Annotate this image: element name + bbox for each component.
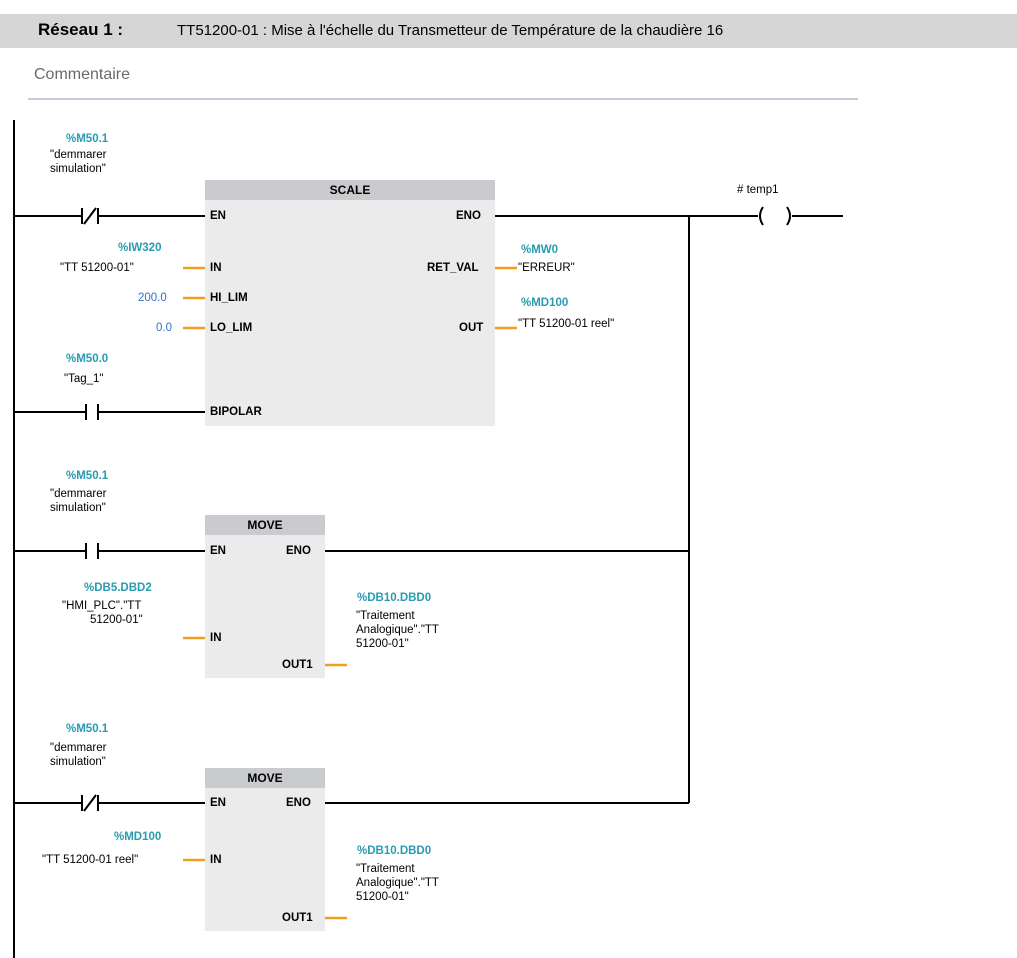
scale-pin-out: OUT	[459, 322, 484, 334]
coil-right	[786, 206, 791, 226]
scale-pin-ret-val: RET_VAL	[427, 262, 479, 274]
move2-pin-in: IN	[210, 854, 222, 866]
scale-pin-in: IN	[210, 262, 222, 274]
move-block-2[interactable]: MOVE	[205, 768, 325, 931]
scale-block[interactable]: SCALE	[205, 180, 495, 426]
move2-out-symbol-line3: 51200-01"	[356, 891, 409, 903]
move2-pin-out1: OUT1	[282, 912, 313, 924]
scale-out-address: %MD100	[521, 297, 569, 309]
scale-in-symbol: "TT 51200-01"	[60, 262, 134, 274]
move2-pin-eno: ENO	[286, 797, 311, 809]
coil-left	[759, 206, 764, 226]
network-description: TT51200-01 : Mise à l'échelle du Transme…	[177, 22, 724, 39]
comment-text: Commentaire	[34, 66, 131, 83]
move-block-2-title: MOVE	[205, 768, 325, 788]
move1-in-address: %DB5.DBD2	[84, 582, 152, 594]
move2-pin-en: EN	[210, 797, 226, 809]
contact-3-address: %M50.1	[66, 723, 109, 735]
move1-in-symbol-line1: "HMI_PLC"."TT	[62, 600, 142, 612]
scale-lo-lim-value[interactable]: 0.0	[156, 322, 172, 334]
contact-2-symbol-line1: "demmarer	[50, 488, 107, 500]
move1-out-symbol-line3: 51200-01"	[356, 638, 409, 650]
move2-out-symbol-line2: Analogique"."TT	[356, 877, 439, 889]
scale-pin-eno: ENO	[456, 210, 481, 222]
move1-out-address: %DB10.DBD0	[357, 592, 432, 604]
bipolar-contact-address: %M50.0	[66, 353, 109, 365]
contact-1-symbol-line1: "demmarer	[50, 149, 107, 161]
move-block-1[interactable]: MOVE	[205, 515, 325, 678]
move1-pin-eno: ENO	[286, 545, 311, 557]
nc-contact-slash-2	[83, 794, 97, 812]
move2-out-symbol-line1: "Traitement	[356, 863, 415, 875]
bipolar-contact-symbol: "Tag_1"	[64, 373, 104, 385]
scale-out-symbol: "TT 51200-01 reel"	[518, 318, 615, 330]
scale-block-title: SCALE	[205, 180, 495, 200]
contact-3-symbol-line1: "demmarer	[50, 742, 107, 754]
move2-in-symbol: "TT 51200-01 reel"	[42, 854, 139, 866]
move1-pin-out1: OUT1	[282, 659, 313, 671]
move2-in-address: %MD100	[114, 831, 162, 843]
contact-1-address: %M50.1	[66, 133, 109, 145]
scale-pin-en: EN	[210, 210, 226, 222]
move-block-1-title: MOVE	[205, 515, 325, 535]
contact-2-symbol-line2: simulation"	[50, 502, 106, 514]
nc-contact-slash-1	[83, 207, 97, 225]
scale-ret-symbol: "ERREUR"	[518, 262, 575, 274]
network-comment[interactable]: Commentaire	[28, 60, 858, 100]
coil-label: # temp1	[737, 184, 779, 196]
network-title: Réseau 1 :	[38, 20, 124, 39]
move1-pin-in: IN	[210, 632, 222, 644]
move1-pin-en: EN	[210, 545, 226, 557]
scale-in-address: %IW320	[118, 242, 162, 254]
scale-pin-lo-lim: LO_LIM	[210, 322, 253, 334]
scale-pin-bipolar: BIPOLAR	[210, 406, 262, 418]
scale-ret-address: %MW0	[521, 244, 559, 256]
move2-out-address: %DB10.DBD0	[357, 845, 432, 857]
move1-out-symbol-line1: "Traitement	[356, 610, 415, 622]
contact-3-symbol-line2: simulation"	[50, 756, 106, 768]
contact-1-symbol-line2: simulation"	[50, 163, 106, 175]
scale-pin-hi-lim: HI_LIM	[210, 292, 248, 304]
scale-hi-lim-value[interactable]: 200.0	[138, 292, 167, 304]
move1-out-symbol-line2: Analogique"."TT	[356, 624, 439, 636]
contact-2-address: %M50.1	[66, 470, 109, 482]
network-header[interactable]: Réseau 1 : TT51200-01 : Mise à l'échelle…	[0, 14, 1017, 48]
move1-in-symbol-line2: 51200-01"	[90, 614, 143, 626]
